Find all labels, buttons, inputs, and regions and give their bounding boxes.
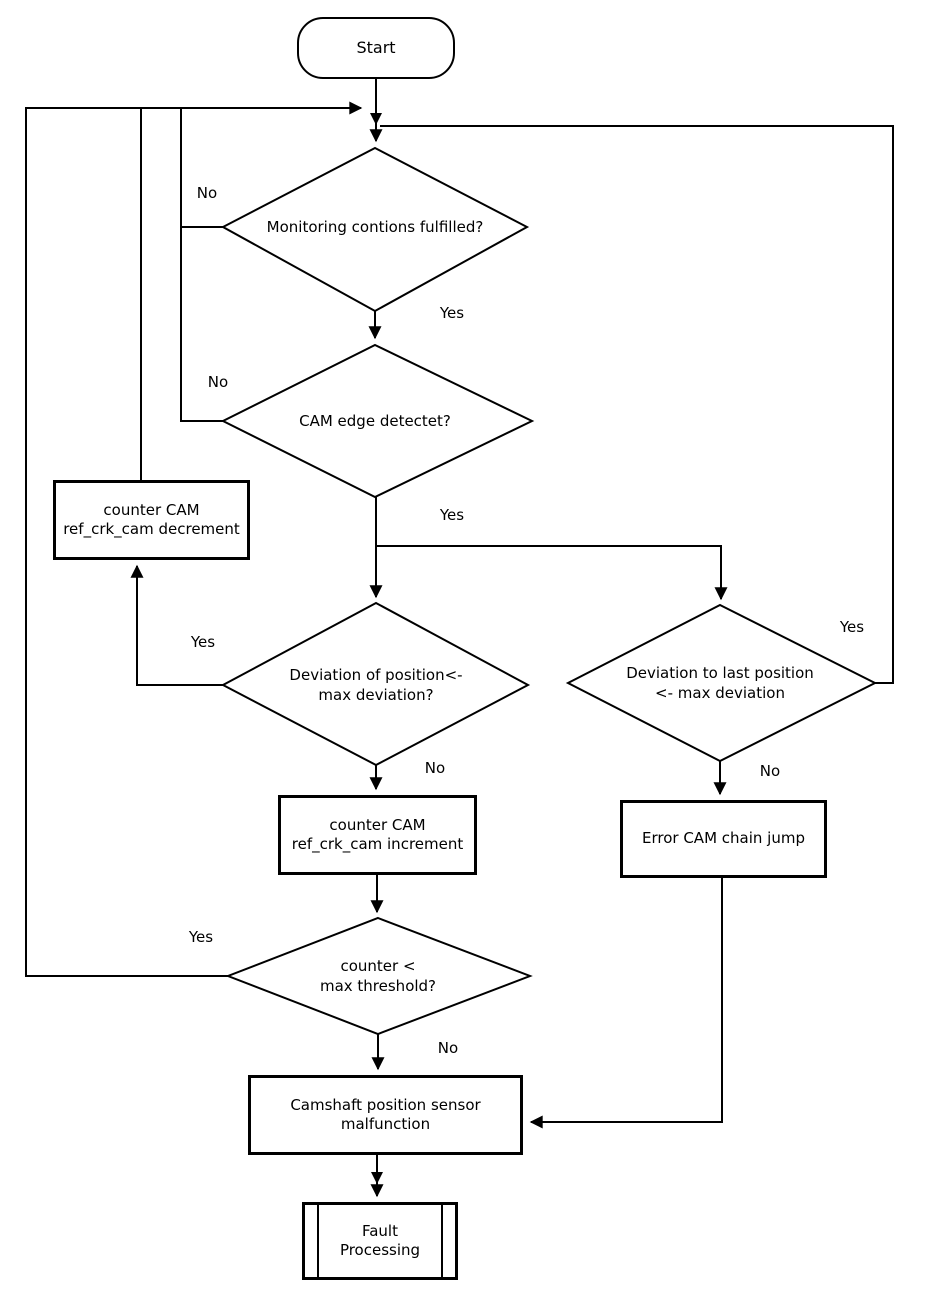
- node-counter-decrement: counter CAM ref_crk_cam decrement: [53, 480, 250, 560]
- start-label: Start: [356, 37, 396, 57]
- fault-entry-arrowhead: [371, 1172, 383, 1184]
- decision-cam-edge-shape: [220, 343, 535, 499]
- node-fault-processing: Fault Processing: [302, 1202, 458, 1280]
- error-cam-chain-label: Error CAM chain jump: [642, 829, 805, 848]
- counter-increment-label: counter CAM ref_crk_cam increment: [291, 815, 464, 854]
- edge-error-to-malfunction: [529, 878, 723, 1129]
- edge-cam-edge-no-feedback: [180, 108, 223, 422]
- decision-monitoring-shape: [220, 146, 530, 313]
- predefined-process-bar: [441, 1205, 443, 1277]
- fault-processing-label: Fault Processing: [339, 1221, 421, 1260]
- decision-deviation-position-shape: [220, 601, 531, 767]
- sensor-malfunction-label: Camshaft position sensor malfunction: [290, 1095, 481, 1134]
- counter-decrement-label: counter CAM ref_crk_cam decrement: [63, 500, 240, 539]
- node-error-cam-chain: Error CAM chain jump: [620, 800, 827, 878]
- edge-cam-edge-yes-to-deviation-last: [377, 545, 728, 601]
- node-start: Start: [297, 17, 455, 79]
- node-counter-increment: counter CAM ref_crk_cam increment: [278, 795, 477, 875]
- decision-deviation-last-shape: [565, 603, 878, 763]
- junction-arrowhead: [370, 113, 382, 125]
- edge-deviation-position-yes-to-decrement: [130, 564, 223, 686]
- predefined-process-bar: [317, 1205, 319, 1277]
- edge-deviation-last-yes-feedback: [380, 125, 894, 684]
- node-sensor-malfunction: Camshaft position sensor malfunction: [248, 1075, 523, 1155]
- decision-counter-threshold-shape: [225, 916, 533, 1036]
- edge-counter-threshold-yes-feedback: [25, 101, 363, 977]
